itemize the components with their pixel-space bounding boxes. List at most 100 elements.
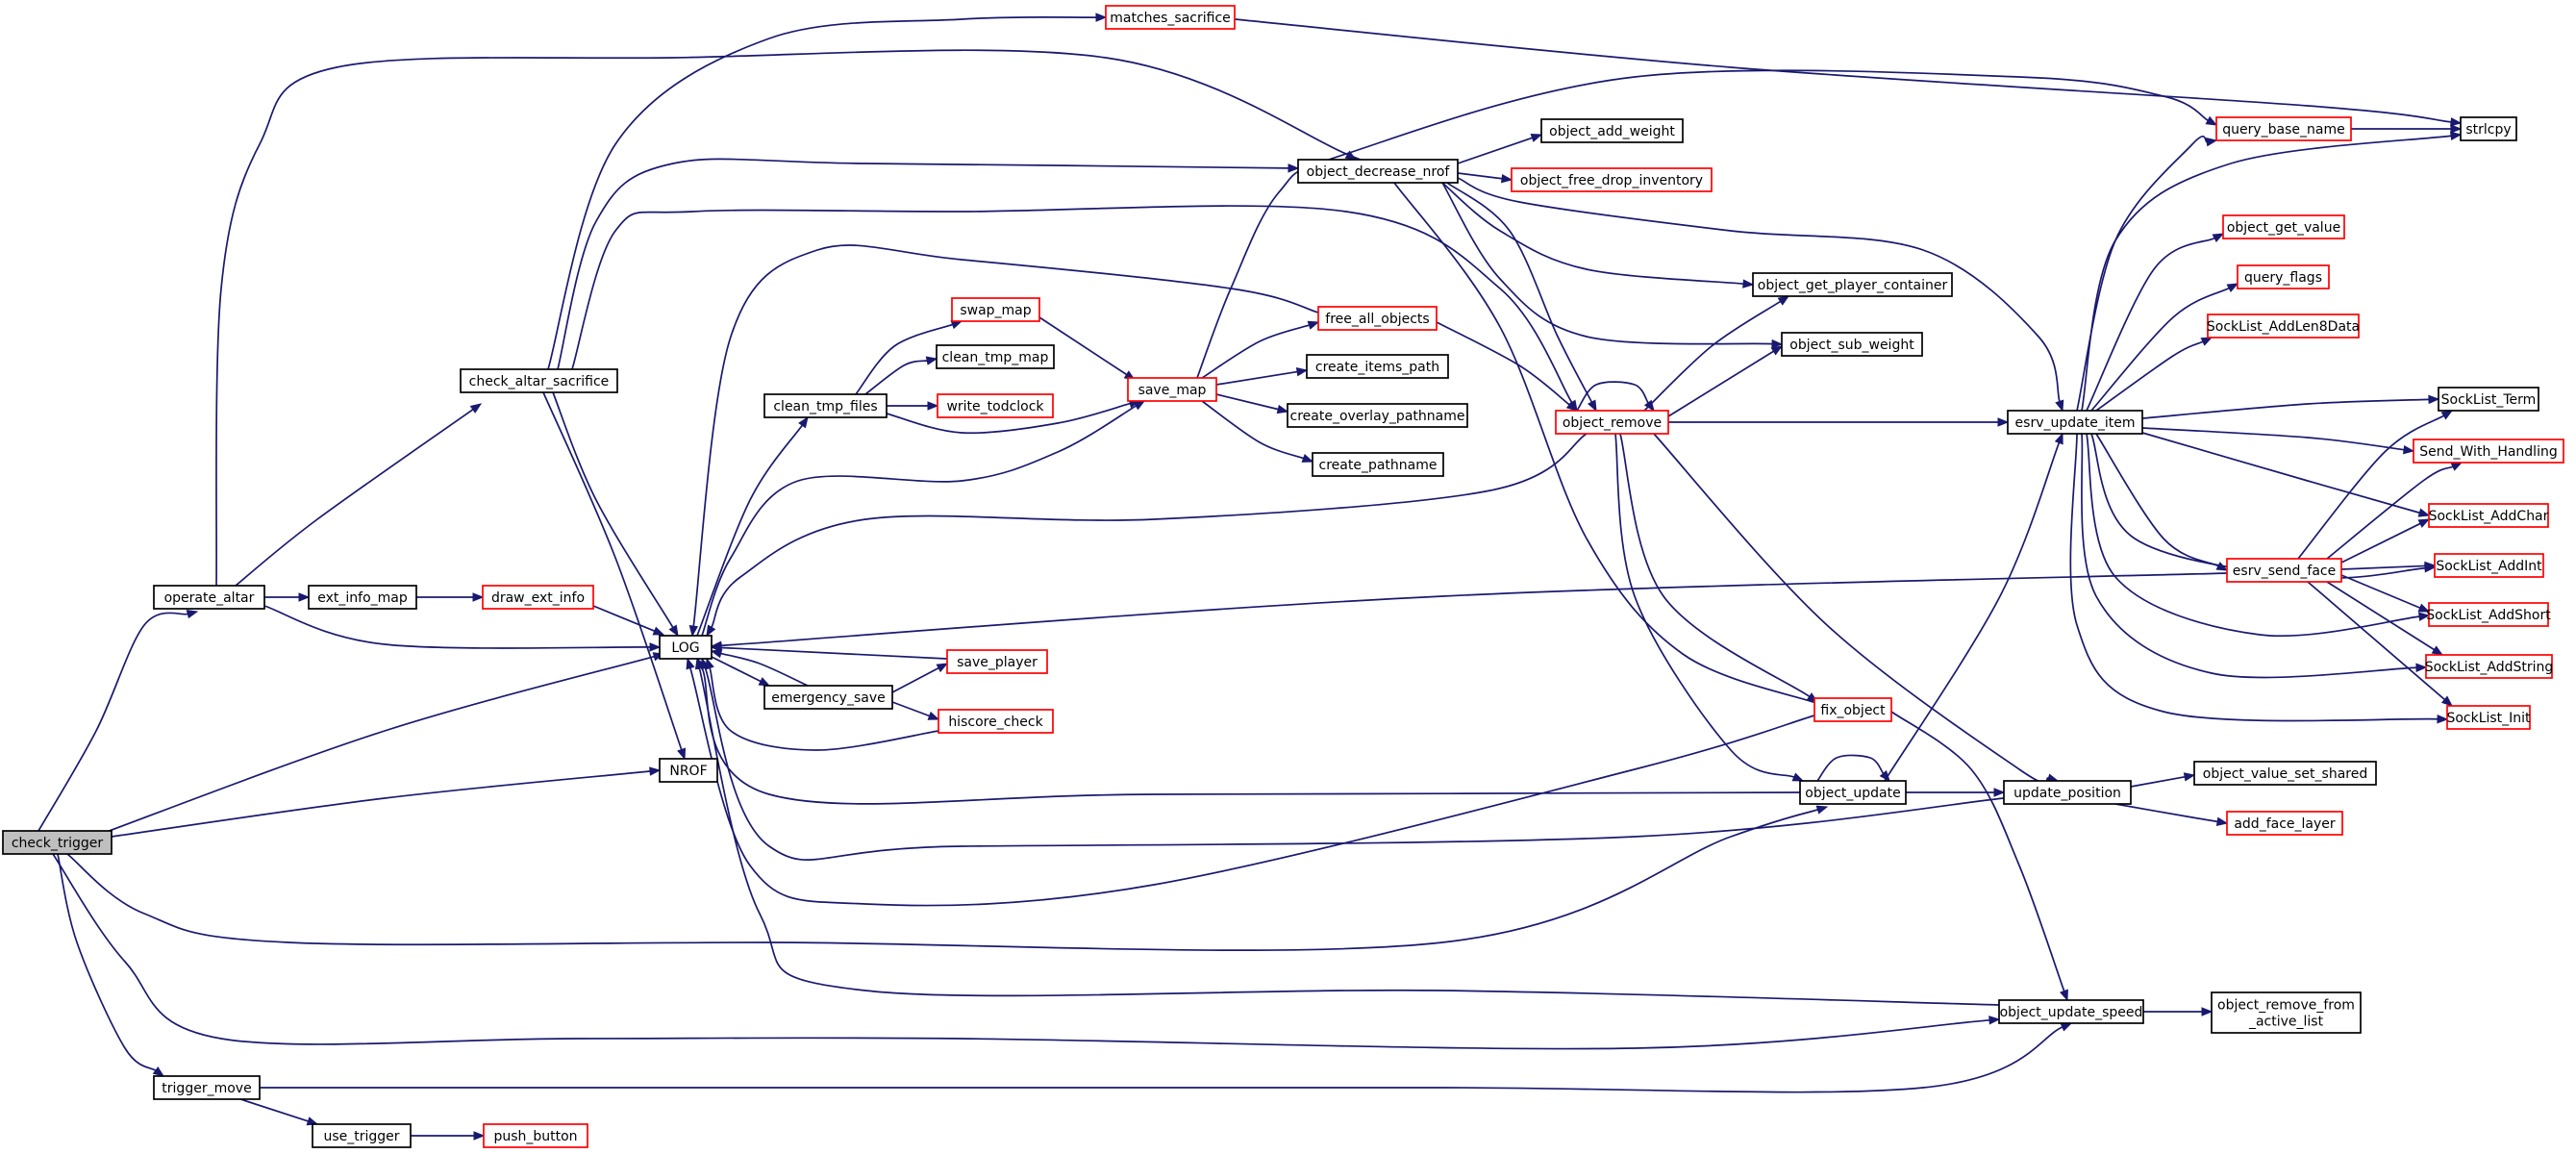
edge-line [2141,432,2420,514]
node-query_base_name[interactable]: query_base_name [2215,116,2352,141]
edge-arrowhead [2215,816,2229,826]
node-write_todclock[interactable]: write_todclock [937,393,1054,418]
node-object_get_player_container[interactable]: object_get_player_container [1752,272,1953,297]
edge-line [260,1026,2063,1093]
node-object_add_weight[interactable]: object_add_weight [1540,118,1684,143]
node-label: query_base_name [2222,122,2345,138]
edge-arrowhead [2417,518,2431,528]
node-SockList_Init[interactable]: SockList_Init [2446,705,2531,730]
node-clean_tmp_map[interactable]: clean_tmp_map [936,344,1055,369]
node-object_remove[interactable]: object_remove [1555,410,1669,435]
node-object_update[interactable]: object_update [1799,780,1907,805]
node-clean_tmp_files[interactable]: clean_tmp_files [763,393,888,418]
node-box [153,585,265,610]
node-box [153,1075,261,1100]
node-strlcpy[interactable]: strlcpy [2460,116,2517,141]
node-object_update_speed[interactable]: object_update_speed [1998,999,2144,1024]
node-use_trigger[interactable]: use_trigger [312,1123,412,1148]
node-LOG[interactable]: LOG [659,635,713,660]
node-object_decrease_nrof[interactable]: object_decrease_nrof [1297,159,1459,184]
node-push_button[interactable]: push_button [483,1123,588,1148]
node-object_free_drop_inventory[interactable]: object_free_drop_inventory [1511,167,1713,192]
node-label: object_add_weight [1549,124,1675,139]
node-object_remove_from_active_list[interactable]: object_remove_from_active_list [2211,991,2362,1034]
edge-save_player-to-LOG [710,642,948,660]
node-query_flags[interactable]: query_flags [2237,264,2330,289]
node-ext_info_map[interactable]: ext_info_map [308,585,417,610]
node-box [2237,264,2330,289]
node-matches_sacrifice[interactable]: matches_sacrifice [1105,5,1236,30]
node-SockList_AddLen8Data[interactable]: SockList_AddLen8Data [2207,314,2360,339]
node-trigger_move[interactable]: trigger_move [153,1075,261,1100]
edge-line [704,667,2005,861]
node-SockList_AddShort[interactable]: SockList_AddShort [2426,602,2551,627]
node-label: object_decrease_nrof [1307,164,1451,180]
node-create_items_path[interactable]: create_items_path [1306,354,1449,379]
edge-line [701,405,1137,637]
edge-fix_object-to-object_update_speed [1890,711,2068,1002]
node-label: clean_tmp_map [942,350,1049,365]
node-NROF[interactable]: NROF [659,758,718,783]
edge-check_trigger-to-object_update_speed [52,853,2001,1050]
node-update_position[interactable]: update_position [2003,780,2132,805]
node-box [2438,387,2539,412]
edge-operate_altar-to-ext_info_map [264,592,311,602]
node-emergency_save[interactable]: emergency_save [763,685,893,710]
edge-line [1653,433,2049,785]
node-fix_object[interactable]: fix_object [1813,697,1892,722]
edge-esrv_send_face-to-SockList_Init [2307,581,2454,707]
node-object_get_value[interactable]: object_get_value [2222,214,2345,239]
node-box [460,368,618,393]
node-save_map[interactable]: save_map [1127,377,1217,402]
node-swap_map[interactable]: swap_map [951,297,1040,322]
edge-arrowhead [2418,612,2431,621]
node-SockList_Term[interactable]: SockList_Term [2438,387,2539,412]
edge-update_position-to-add_face_layer [2114,803,2229,826]
node-hiscore_check[interactable]: hiscore_check [938,709,1054,734]
node-free_all_objects[interactable]: free_all_objects [1317,306,1438,331]
node-add_face_layer[interactable]: add_face_layer [2226,811,2343,836]
node-box [2428,602,2549,627]
node-create_pathname[interactable]: create_pathname [1312,452,1444,477]
node-label: object_remove [1563,415,1662,431]
edge-line [2340,574,2421,609]
node-SockList_AddInt[interactable]: SockList_AddInt [2434,553,2544,578]
edge-arrowhead [1307,320,1320,330]
node-label: SockList_AddChar [2429,509,2549,524]
node-draw_ext_info[interactable]: draw_ext_info [482,585,594,610]
node-object_value_set_shared[interactable]: object_value_set_shared [2193,761,2377,786]
node-label: clean_tmp_files [773,399,877,414]
edge-operate_altar-to-check_altar_sacrifice [235,403,483,587]
node-label: push_button [493,1129,577,1144]
edge-esrv_update_item-to-SockList_AddInt [2090,433,2437,580]
edge-check_altar_sacrifice-to-matches_sacrifice [547,13,1108,370]
node-operate_altar[interactable]: operate_altar [153,585,265,610]
edge-arrowhead [1770,345,1784,356]
node-SockList_AddString[interactable]: SockList_AddString [2425,654,2554,679]
node-check_altar_sacrifice[interactable]: check_altar_sacrifice [460,368,618,393]
node-box [1752,272,1953,297]
node-Send_With_Handling[interactable]: Send_With_Handling [2413,439,2564,464]
edge-line [2076,135,2208,412]
edge-save_map-to-query_base_name [1196,69,2218,379]
node-SockList_AddChar[interactable]: SockList_AddChar [2428,503,2549,528]
edge-arrowhead [649,766,662,776]
node-box [2211,991,2362,1034]
edge-line [864,360,928,395]
node-box [2434,553,2544,578]
node-create_overlay_pathname[interactable]: create_overlay_pathname [1287,403,1468,428]
node-save_player[interactable]: save_player [946,649,1048,674]
node-label: update_position [2013,786,2121,801]
edge-line [66,809,1818,951]
edge-line [542,391,683,750]
node-label: create_items_path [1315,360,1439,375]
node-esrv_send_face[interactable]: esrv_send_face [2226,558,2342,583]
node-box [1287,403,1468,428]
node-label: operate_altar [164,590,255,606]
node-label: matches_sacrifice [1110,11,1231,26]
node-object_sub_weight[interactable]: object_sub_weight [1781,332,1923,357]
edge-line [239,1098,309,1122]
node-esrv_update_item[interactable]: esrv_update_item [2007,410,2143,435]
edge-line [1196,69,2209,379]
